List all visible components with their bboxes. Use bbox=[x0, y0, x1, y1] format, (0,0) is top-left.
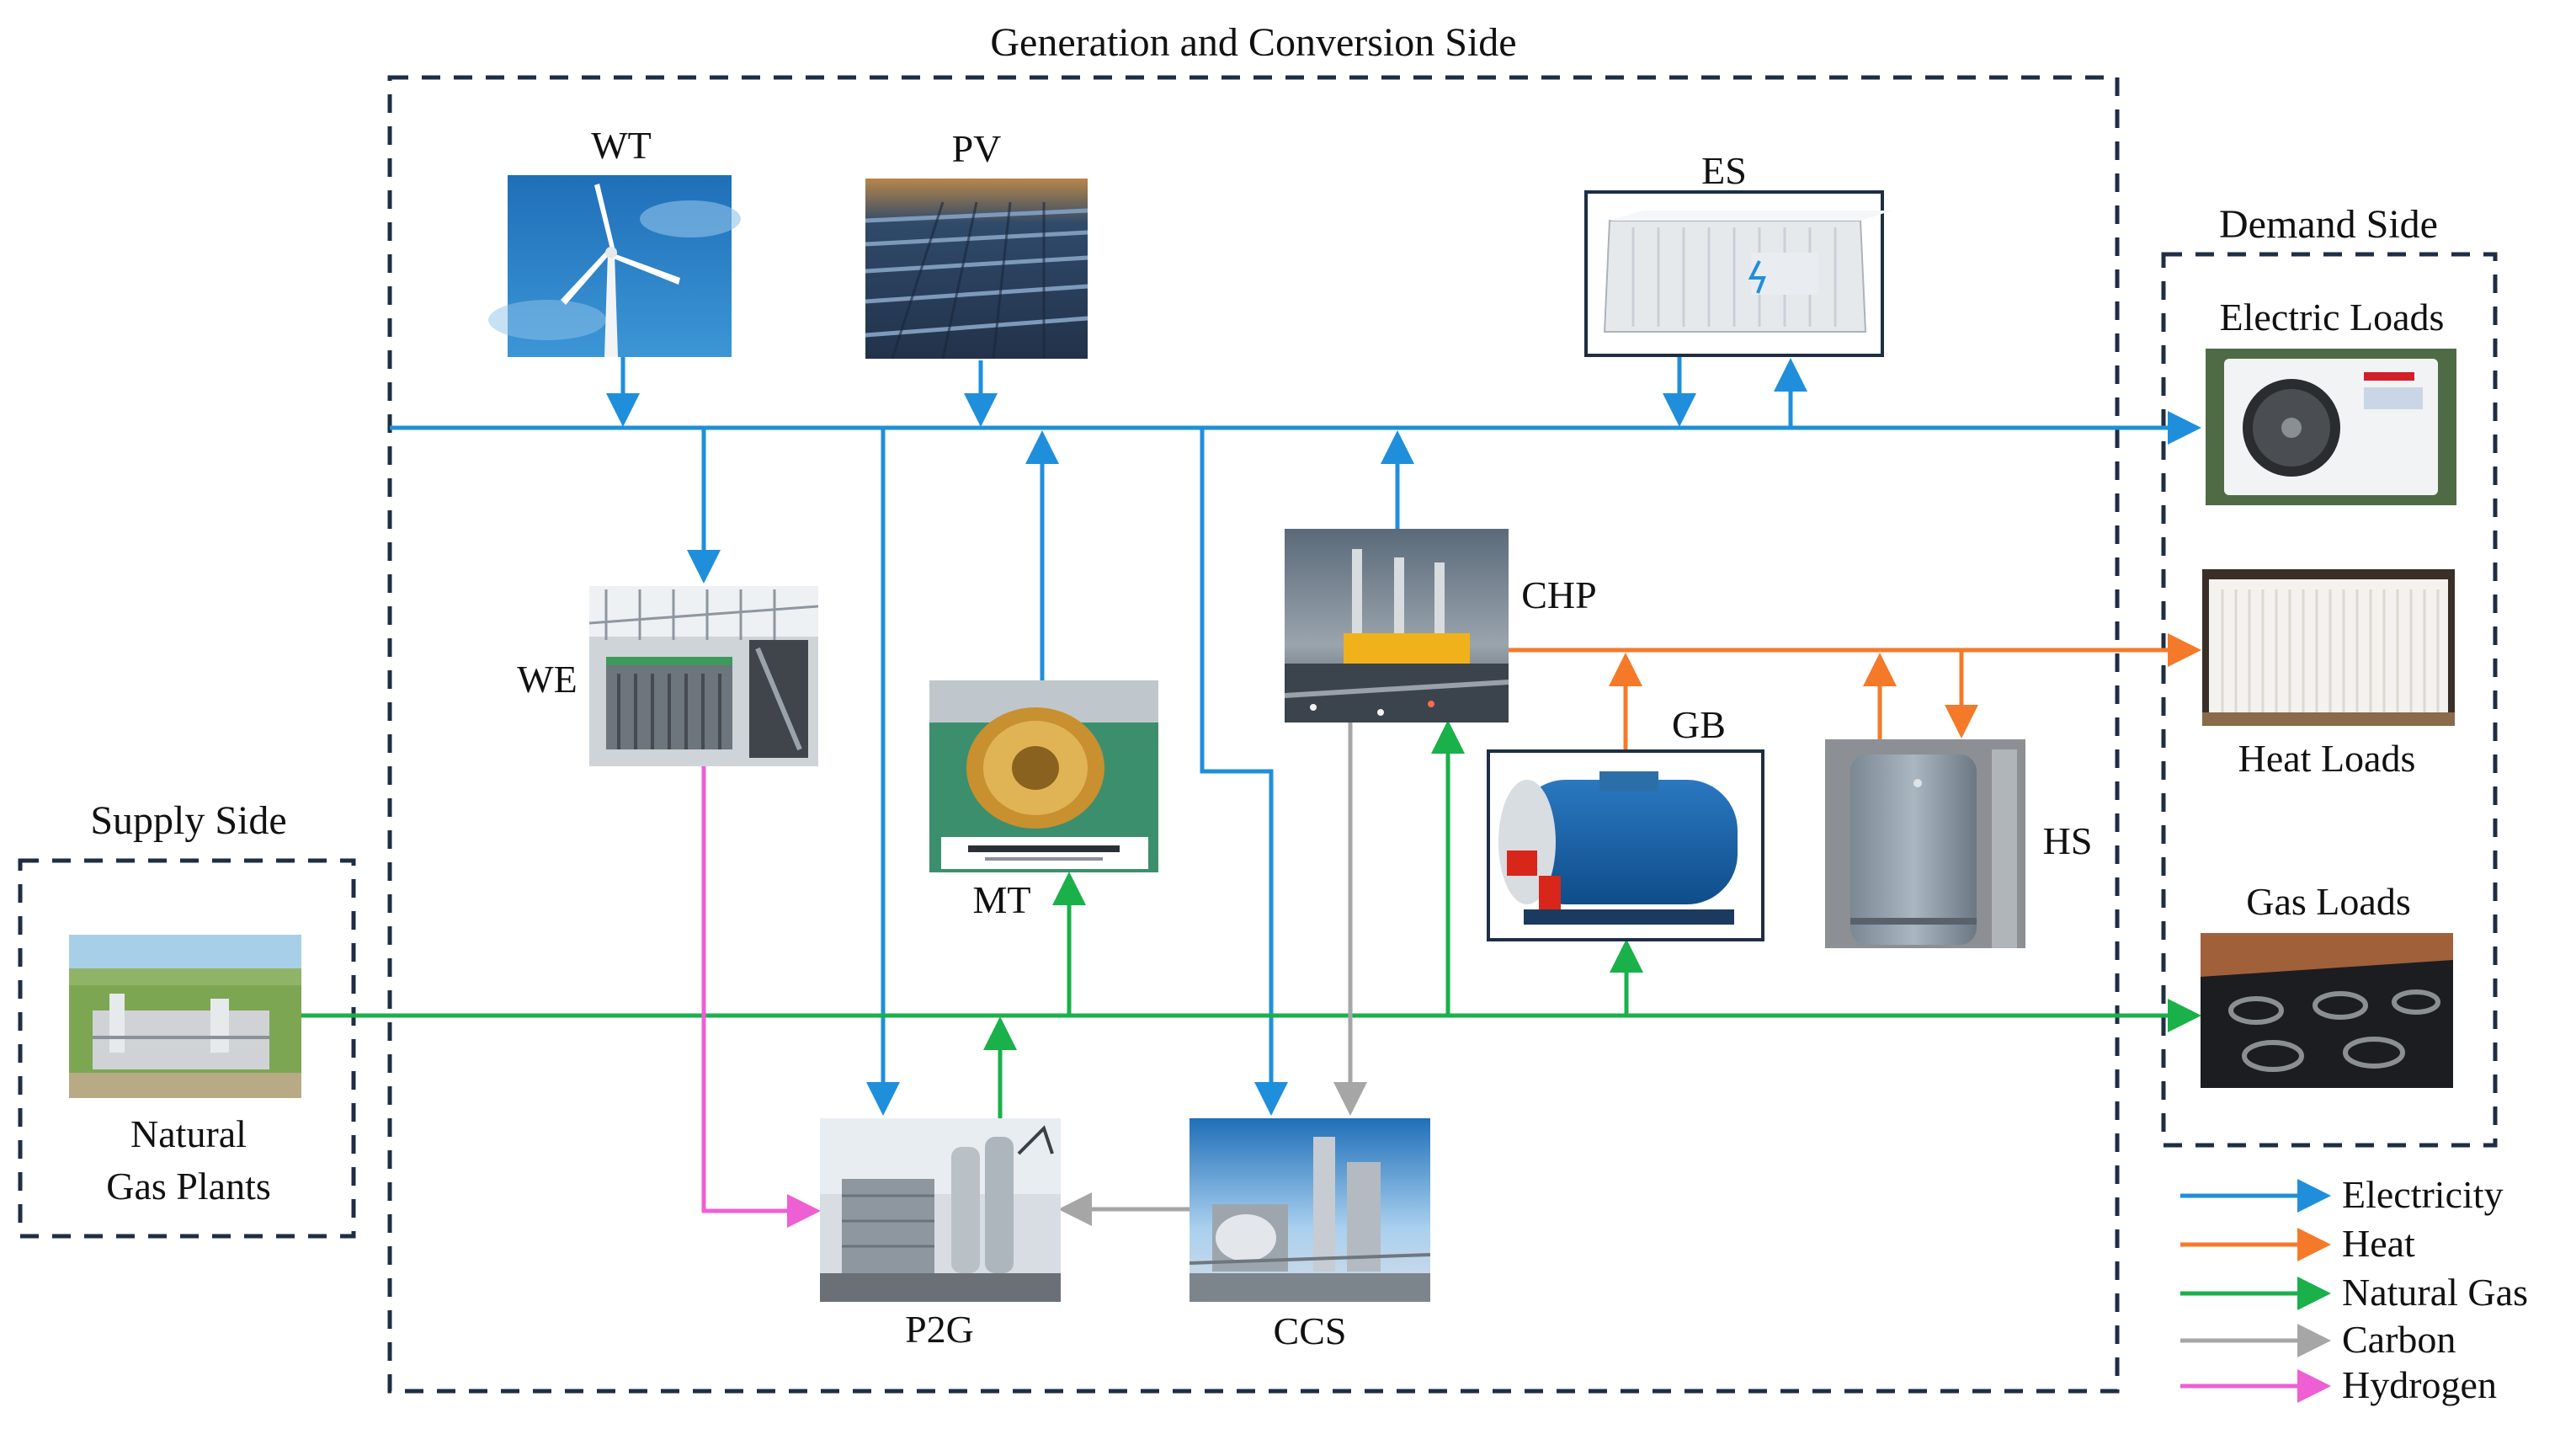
chp-label: CHP bbox=[1521, 573, 1596, 616]
pv-label: PV bbox=[952, 127, 1002, 170]
heat-loads-label: Heat Loads bbox=[2238, 737, 2416, 780]
energy-storage-image bbox=[1584, 190, 1892, 357]
es-label: ES bbox=[1701, 149, 1747, 192]
legend-hydrogen-label: Hydrogen bbox=[2342, 1363, 2497, 1406]
hs-label: HS bbox=[2043, 819, 2093, 862]
electric-loads-image bbox=[2206, 349, 2456, 505]
gb-label: GB bbox=[1672, 703, 1726, 746]
generation-section-box bbox=[387, 75, 2120, 1394]
supply-section-title: Supply Side bbox=[90, 798, 286, 843]
demand-section-title: Demand Side bbox=[2219, 202, 2438, 247]
chp-plant-image bbox=[1284, 529, 1509, 722]
generation-section-title: Generation and Conversion Side bbox=[990, 20, 1516, 65]
heat-storage-image bbox=[1825, 739, 2025, 948]
legend-heat-label: Heat bbox=[2342, 1222, 2415, 1265]
natural-gas-plant-image bbox=[69, 935, 301, 1098]
legend-electricity-label: Electricity bbox=[2342, 1173, 2504, 1216]
wind-turbine-image bbox=[488, 175, 741, 357]
supply-section-box bbox=[18, 858, 356, 1239]
water-electrolysis-image bbox=[588, 586, 819, 766]
gas-boiler-image bbox=[1487, 749, 1764, 941]
gas-turbine-image bbox=[929, 680, 1158, 872]
we-to-p2g-hydrogen-arrow bbox=[701, 766, 821, 1228]
heat-loads-image bbox=[2202, 569, 2455, 726]
legend-natural-gas-label: Natural Gas bbox=[2342, 1271, 2528, 1314]
natural-gas-plant-label-line2: Gas Plants bbox=[106, 1165, 271, 1208]
mt-label: MT bbox=[973, 878, 1031, 921]
power-to-gas-image bbox=[820, 1118, 1061, 1302]
electric-loads-label: Electric Loads bbox=[2220, 296, 2445, 339]
legend-carbon-label: Carbon bbox=[2342, 1318, 2456, 1361]
natural-gas-plant-label-line1: Natural bbox=[130, 1112, 247, 1155]
carbon-capture-image bbox=[1189, 1118, 1431, 1302]
gas-loads-label: Gas Loads bbox=[2246, 880, 2410, 923]
ccs-label: CCS bbox=[1274, 1309, 1347, 1352]
gas-loads-image bbox=[2201, 933, 2453, 1088]
solar-pv-image bbox=[865, 179, 1088, 360]
p2g-label: P2G bbox=[905, 1308, 974, 1351]
wt-label: WT bbox=[591, 124, 652, 167]
legend: Electricity Heat Natural Gas Carbon Hydr… bbox=[2180, 1173, 2528, 1406]
we-label: WE bbox=[517, 658, 577, 701]
demand-section-box bbox=[2161, 252, 2498, 1148]
bus-to-ccs-arrow bbox=[1200, 428, 1288, 1116]
